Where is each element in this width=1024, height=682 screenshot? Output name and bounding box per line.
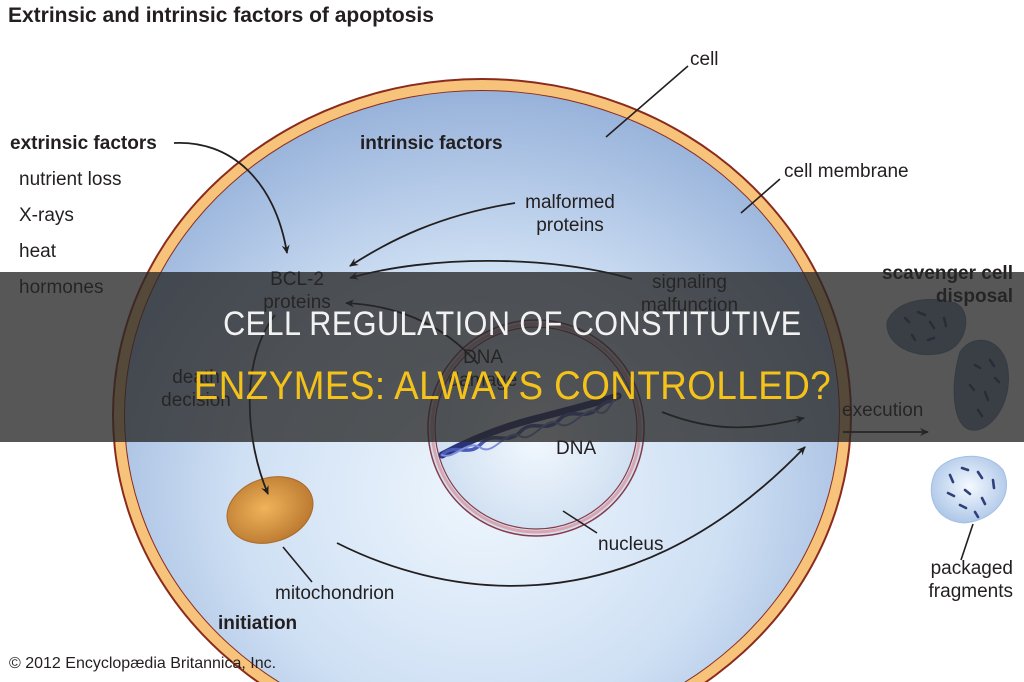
intrinsic-heading: intrinsic factors: [360, 133, 503, 154]
diagram-title: Extrinsic and intrinsic factors of apopt…: [8, 4, 434, 27]
label-mitochondrion: mitochondrion: [275, 583, 395, 604]
extrinsic-item: nutrient loss: [19, 169, 122, 190]
leader-lines: [282, 65, 974, 583]
label-initiation: initiation: [218, 613, 298, 634]
label-nucleus: nucleus: [598, 534, 664, 555]
headline-line-1: Cell regulation of constitutive: [222, 305, 802, 343]
label-cell-membrane: cell membrane: [784, 161, 909, 182]
copyright-credit: © 2012 Encyclopædia Britannica, Inc.: [9, 655, 277, 672]
label-packaged-fragments: packaged fragments: [928, 558, 1013, 602]
headline: Cell regulation of constitutive enzymes:…: [0, 272, 1024, 442]
extrinsic-heading: extrinsic factors: [10, 133, 157, 154]
label-cell: cell: [690, 49, 719, 70]
extrinsic-item: heat: [19, 241, 56, 262]
headline-overlay-band: [0, 272, 1024, 442]
label-malformed-proteins: malformed proteins: [525, 192, 615, 236]
headline-line-2: enzymes: always controlled?: [193, 364, 831, 408]
packaged-fragments: [930, 455, 1008, 524]
extrinsic-item: X-rays: [19, 205, 74, 226]
mitochondrion: [226, 476, 314, 544]
label-dna: DNA: [556, 438, 597, 459]
